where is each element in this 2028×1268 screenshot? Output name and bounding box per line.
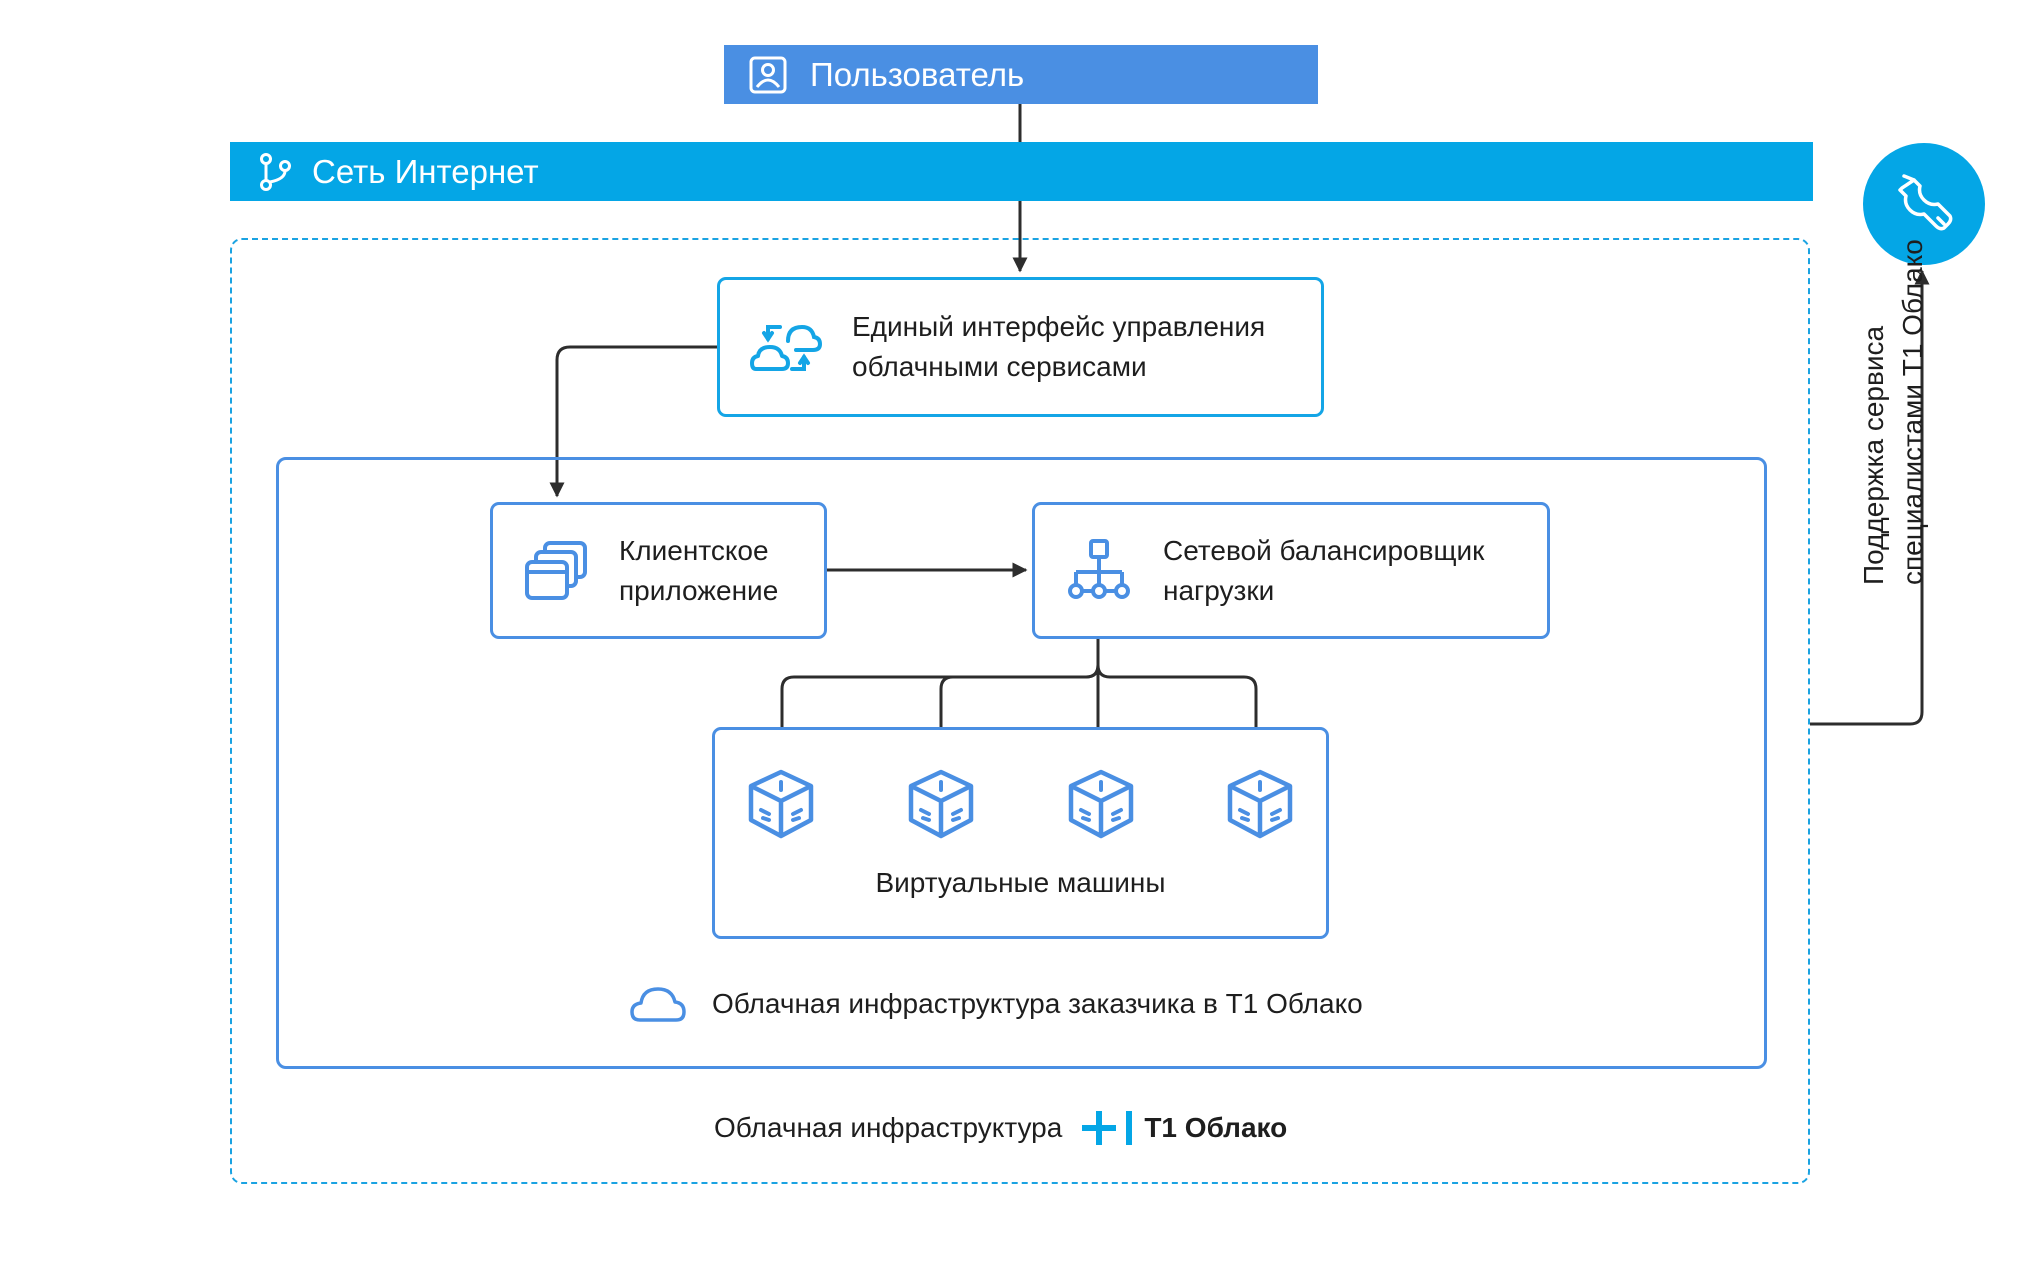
management-line1: Единый интерфейс управления [852,311,1266,342]
network-hierarchy-icon [1067,538,1133,604]
outer-infra-caption: Облачная инфраструктура Т1 Облако [714,1108,1287,1148]
cube-icon [1065,768,1137,845]
outer-infrastructure-frame [230,238,1810,1184]
user-label: Пользователь [810,55,1025,93]
support-line2: специалистами Т1 Облако [1897,239,1928,585]
customer-infra-label: Облачная инфраструктура заказчика в Т1 О… [712,988,1363,1019]
client-line1: Клиентское [619,534,769,566]
load-balancer-node: Сетевой балансировщик нагрузки [1032,502,1550,639]
virtual-machines-node: Виртуальные машины [712,727,1329,939]
user-icon [748,55,788,95]
branch-icon [258,152,292,192]
arrow-balancer-to-vm4 [1096,664,1264,762]
virtual-machines-label: Виртуальные машины [875,867,1166,898]
management-label: Единый интерфейс управления облачными се… [852,307,1265,387]
management-line2: облачными сервисами [852,351,1147,382]
cloud-sync-icon [750,311,822,383]
internet-bar: Сеть Интернет [230,142,1813,201]
brand-label: Т1 Облако [1144,1112,1288,1143]
cube-icon [905,768,977,845]
arrow-management-to-client [549,345,717,498]
outer-infra-label: Облачная инфраструктура [714,1112,1063,1143]
management-interface-node: Единый интерфейс управления облачными се… [717,277,1324,417]
load-balancer-line1: Сетевой балансировщик [1163,534,1485,566]
support-circle [1863,143,1985,265]
load-balancer-label: Сетевой балансировщик нагрузки [1163,531,1484,611]
cloud-icon [630,984,686,1024]
cube-icon [1224,768,1296,845]
windows-icon [525,540,589,602]
user-bar: Пользователь [724,45,1318,104]
t1-logo [1082,1108,1134,1148]
arrow-infra-to-support [1810,269,1930,726]
load-balancer-line2: нагрузки [1163,574,1275,606]
customer-infrastructure-frame [276,457,1767,1069]
internet-label: Сеть Интернет [312,152,539,190]
client-line2: приложение [619,574,779,606]
client-label: Клиентское приложение [619,531,778,611]
wrench-icon [1894,174,1954,234]
customer-infra-caption: Облачная инфраструктура заказчика в Т1 О… [630,984,1363,1024]
client-application-node: Клиентское приложение [490,502,827,639]
cube-icon [745,768,817,845]
support-line1: Поддержка сервиса [1858,325,1889,585]
support-label: Поддержка сервиса специалистами Т1 Облак… [1854,165,1934,585]
